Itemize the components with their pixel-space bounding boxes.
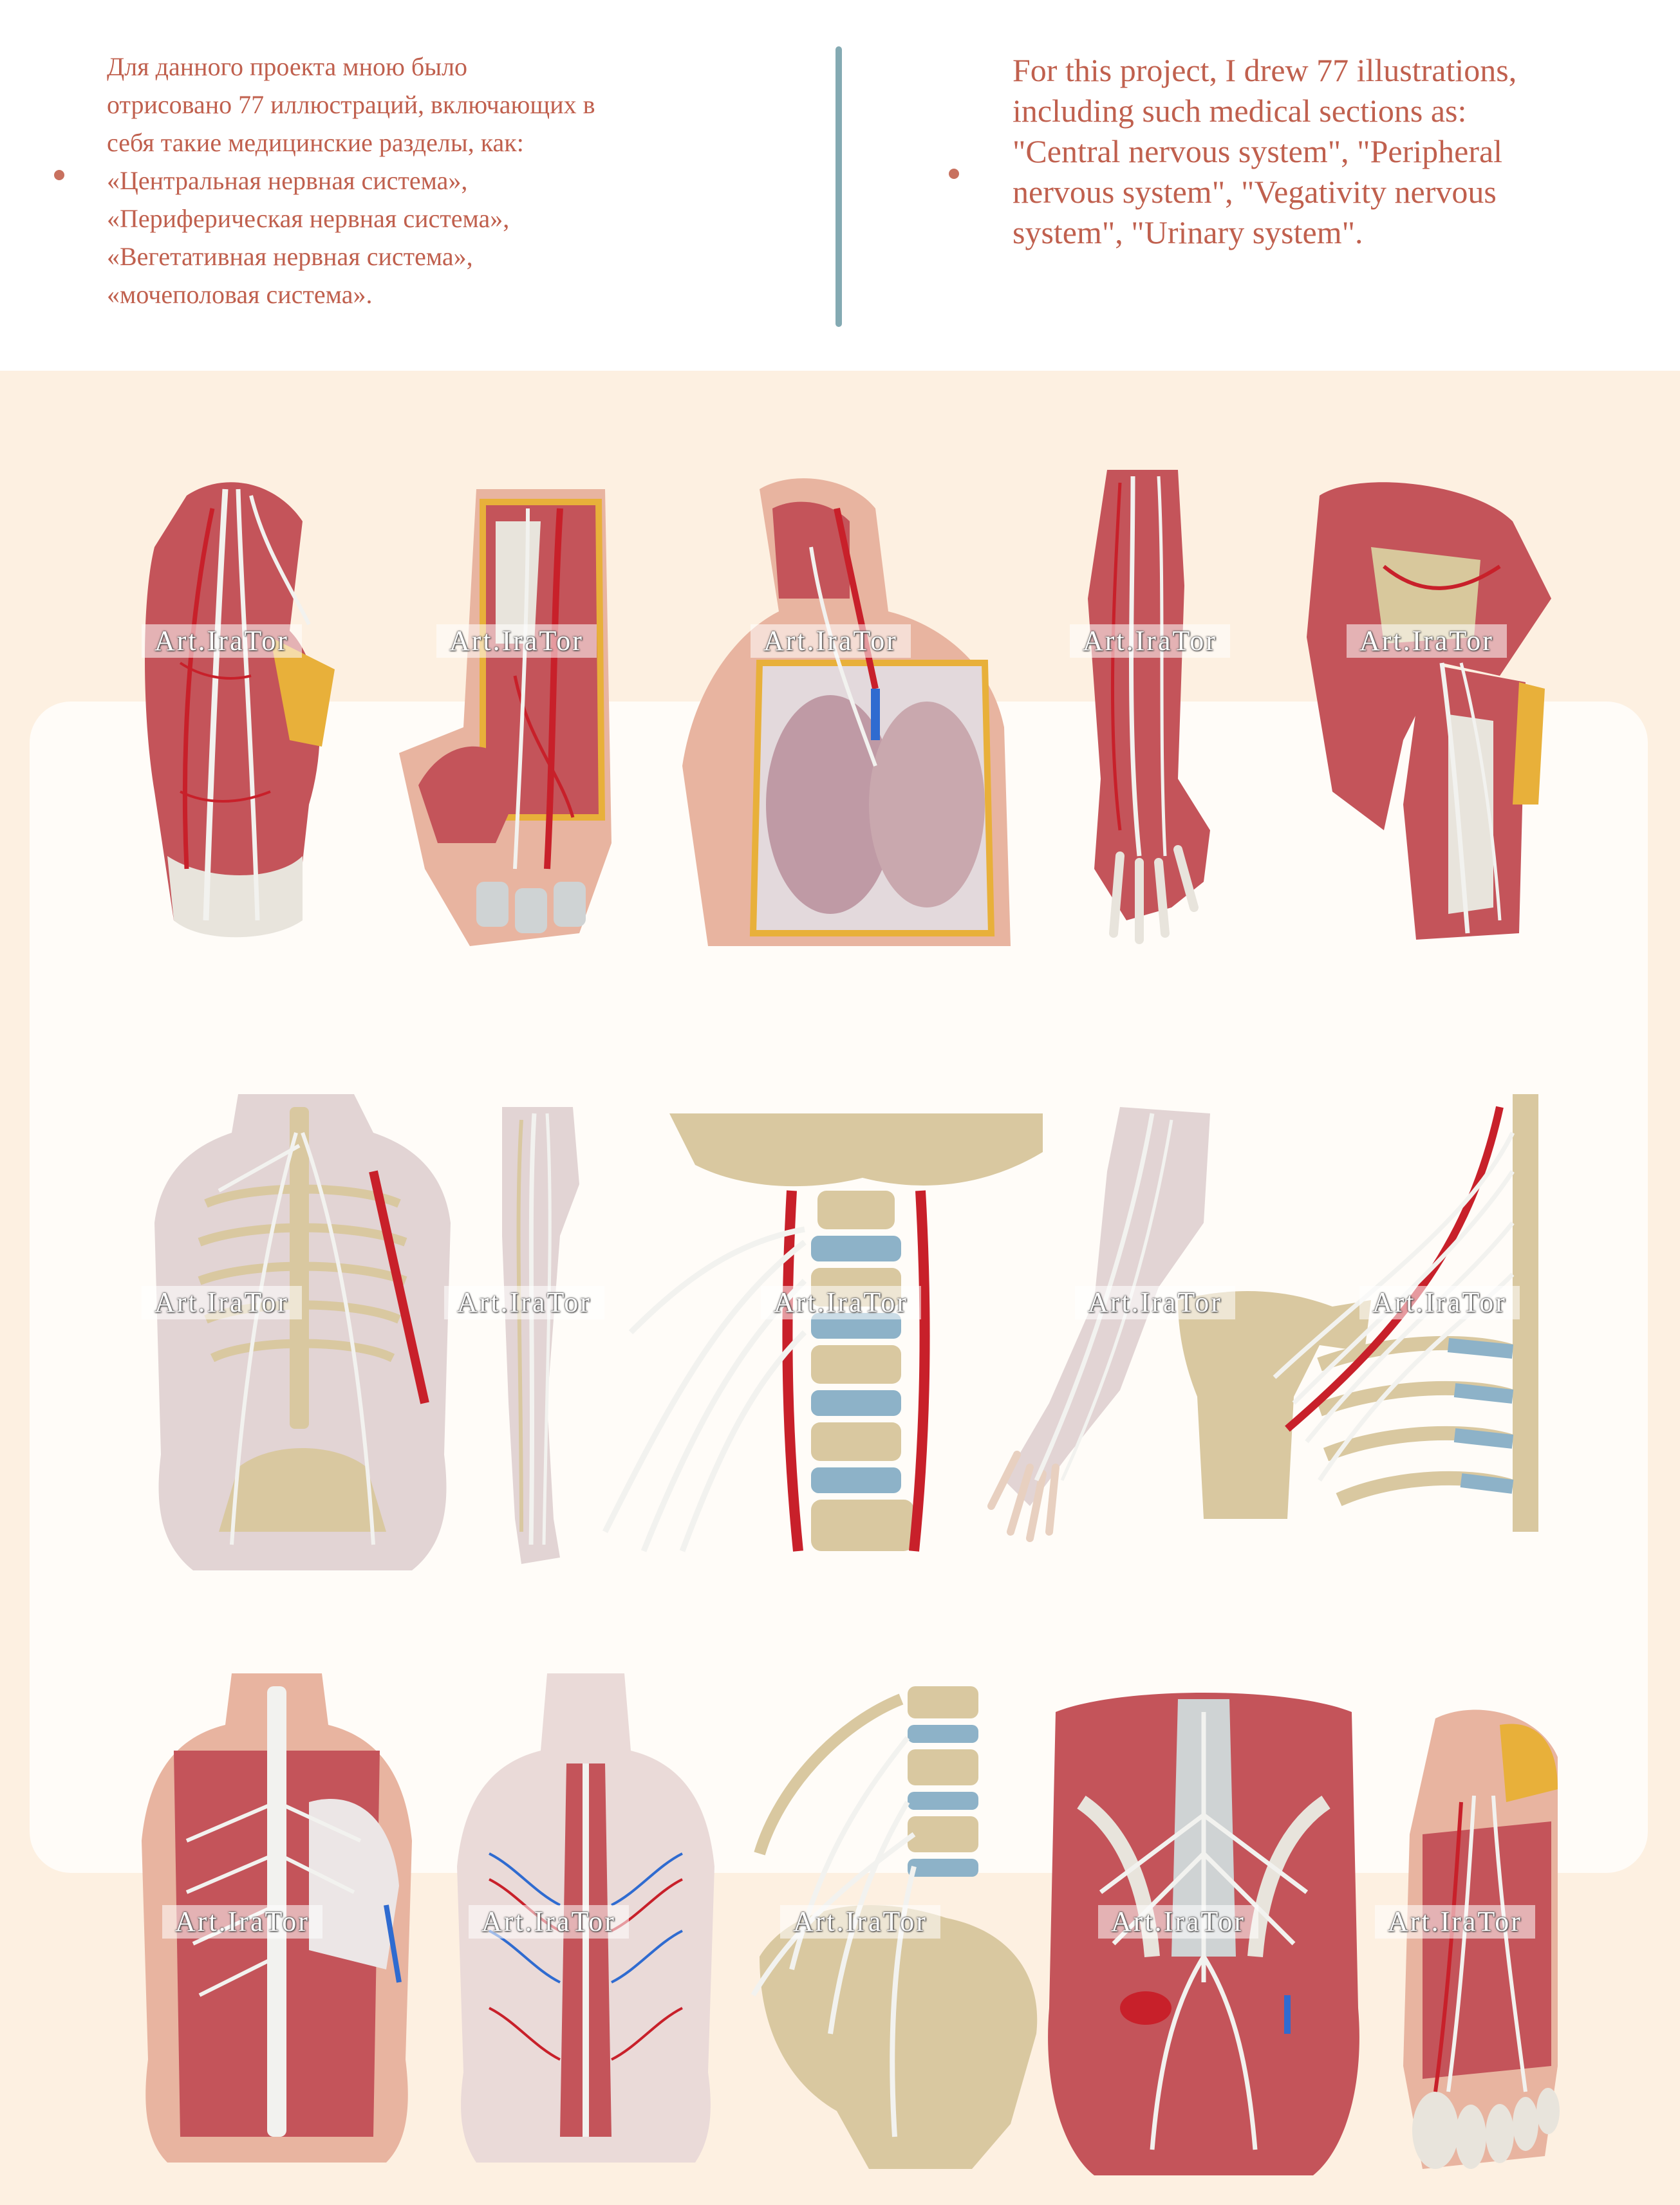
- intro-ru-line: Для данного проекта мною было: [107, 52, 468, 81]
- brachial-plexus-icon: [1178, 1094, 1538, 1532]
- watermark: Art.IraTor: [751, 624, 911, 658]
- bullet-right: [949, 169, 959, 179]
- foot-dissection-icon: [1397, 1706, 1564, 2182]
- watermark: Art.IraTor: [1075, 1286, 1235, 1319]
- watermark: Art.IraTor: [780, 1905, 940, 1939]
- intro-ru-line: себя такие медицинские разделы, как:: [107, 128, 524, 157]
- intro-en-line: For this project, I drew 77 illustration…: [1013, 52, 1517, 88]
- watermark: Art.IraTor: [162, 1905, 322, 1939]
- intro-ru-line: отрисовано 77 иллюстраций, включающих в: [107, 90, 595, 119]
- arm-muscles-nerves-icon: [129, 470, 341, 946]
- watermark: Art.IraTor: [1347, 624, 1507, 658]
- intro-section: Для данного проекта мною было отрисовано…: [0, 0, 1680, 371]
- watermark: Art.IraTor: [444, 1286, 604, 1319]
- shoulder-dissection-icon: [1307, 470, 1564, 946]
- neck-thorax-icon: [682, 470, 1017, 953]
- watermark: Art.IraTor: [142, 1286, 302, 1319]
- watermark: Art.IraTor: [436, 624, 597, 658]
- intro-en-line: nervous system", "Vegativity nervous: [1013, 174, 1497, 210]
- torso-skeleton-nerves-icon: [142, 1094, 463, 1570]
- intro-ru-line: «Центральная нервная система»,: [107, 166, 468, 195]
- watermark: Art.IraTor: [1070, 624, 1230, 658]
- watermark: Art.IraTor: [142, 624, 302, 658]
- intro-russian: Для данного проекта мною было отрисовано…: [107, 48, 789, 313]
- intro-ru-line: «Периферическая нервная система»,: [107, 204, 510, 233]
- intro-en-line: "Central nervous system", "Peripheral: [1013, 133, 1503, 169]
- intro-en-line: system", "Urinary system".: [1013, 214, 1363, 250]
- cervical-spine-icon: [592, 1113, 1049, 1564]
- watermark: Art.IraTor: [1359, 1286, 1520, 1319]
- intro-en-line: including such medical sections as:: [1013, 93, 1467, 129]
- forearm-nerves-icon: [1081, 470, 1229, 946]
- intro-english: For this project, I drew 77 illustration…: [1013, 50, 1630, 253]
- watermark: Art.IraTor: [1098, 1905, 1258, 1939]
- bullet-left: [54, 170, 64, 180]
- lumbar-pelvis-icon: [740, 1673, 1049, 2175]
- section-divider: [835, 46, 842, 327]
- leg-nerves-icon: [496, 1094, 586, 1570]
- hand-dissection-icon: [399, 483, 644, 959]
- watermark: Art.IraTor: [1375, 1905, 1535, 1939]
- watermark: Art.IraTor: [469, 1905, 629, 1939]
- intro-ru-line: «Вегетативная нервная система»,: [107, 242, 473, 271]
- watermark: Art.IraTor: [761, 1286, 921, 1319]
- intro-ru-line: «мочеполовая система».: [107, 280, 373, 309]
